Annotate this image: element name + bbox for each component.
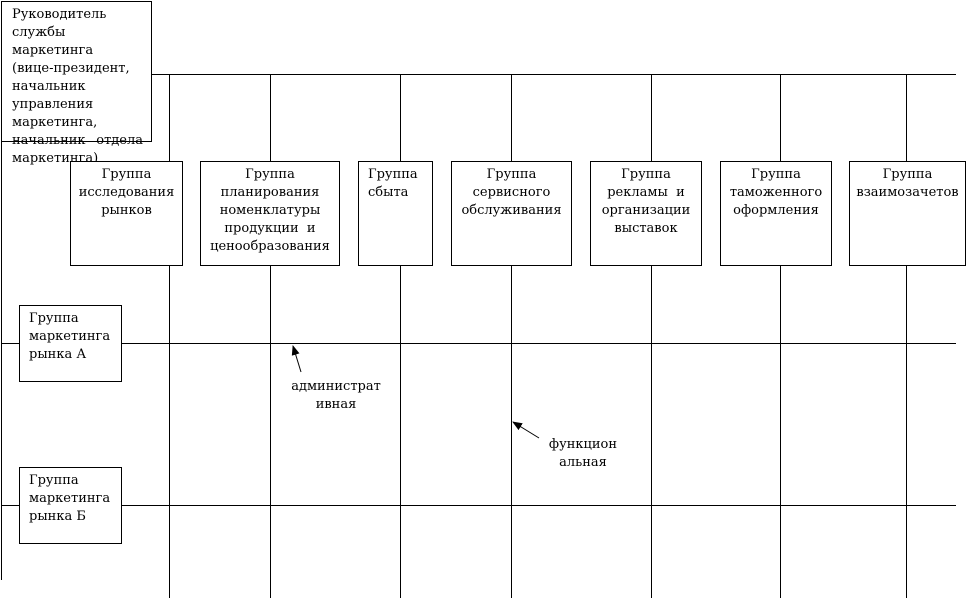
market-line: Группа [29,473,79,488]
market-a-line [1,343,956,344]
group-line: Группа [368,167,418,182]
connector-col-5 [651,74,652,598]
group-box-service: Группа сервисного обслуживания [451,161,572,266]
admin-label-line-2: ивная [315,397,357,412]
group-line: рекламы и [607,185,685,200]
group-line: Группа [751,167,801,182]
connector-col-7 [906,74,907,598]
group-line: Группа [882,167,933,182]
group-line: продукции и [224,221,316,236]
group-line: исследования [78,185,175,200]
head-line-7: начальник отдела [12,132,143,150]
group-line: выставок [614,221,678,236]
group-line: организации [601,203,691,218]
group-line: планирования [220,185,320,200]
connector-col-4 [511,74,512,598]
connector-col-3 [400,74,401,598]
group-line: Группа [486,167,537,182]
head-line-3: (вице-президент, [12,61,130,76]
group-line: таможенного [729,185,823,200]
connector-col-2 [270,74,271,598]
market-b-line [1,505,956,506]
left-spine-line [1,136,2,580]
head-line-5: управления [12,97,94,112]
head-line-7-word-1: начальник [12,133,86,148]
group-box-planning: Группа планирования номенклатуры продукц… [200,161,340,266]
head-line-7-word-2: отдела [96,133,143,148]
market-line: Группа [29,311,79,326]
top-bus-line [151,74,956,75]
func-label-line-2: альная [559,455,607,470]
admin-label: администрат ивная [288,378,384,414]
group-line: ценообразования [210,239,330,254]
connector-col-6 [780,74,781,598]
group-line: номенклатуры [219,203,321,218]
group-box-advertising: Группа рекламы и организации выставок [590,161,702,266]
group-box-market-research: Группа исследования рынков [70,161,183,266]
market-box-b: Группа маркетинга рынка Б [19,467,122,544]
group-line: оформления [733,203,819,218]
admin-label-line-1: администрат [291,379,381,394]
group-line: сбыта [368,185,409,200]
admin-arrow [291,345,302,373]
group-box-sales: Группа сбыта [358,161,433,266]
connector-col-1 [169,74,170,598]
group-line: Группа [621,167,671,182]
group-line: Группа [245,167,295,182]
group-box-settlements: Группа взаимозачетов [849,161,966,266]
head-line-1: Руководитель [12,7,107,22]
market-line: маркетинга [29,329,111,344]
head-line-2: службы маркетинга [12,25,94,58]
market-line: маркетинга [29,491,111,506]
group-line: Группа [101,167,152,182]
group-line: взаимозачетов [856,185,959,200]
func-arrow [512,421,540,439]
group-line: рынков [101,203,152,218]
group-line: обслуживания [461,203,562,218]
head-line-6: маркетинга, [12,115,98,130]
func-label: функцион альная [540,436,626,472]
market-line: рынка Б [29,509,86,524]
head-line-4: начальник [12,79,86,94]
group-line: сервисного [472,185,551,200]
head-box: Руководитель службы маркетинга (вице-пре… [1,1,152,166]
group-box-customs: Группа таможенного оформления [720,161,832,266]
market-box-a: Группа маркетинга рынка А [19,305,122,382]
market-line: рынка А [29,347,87,362]
func-label-line-1: функцион [548,437,618,452]
